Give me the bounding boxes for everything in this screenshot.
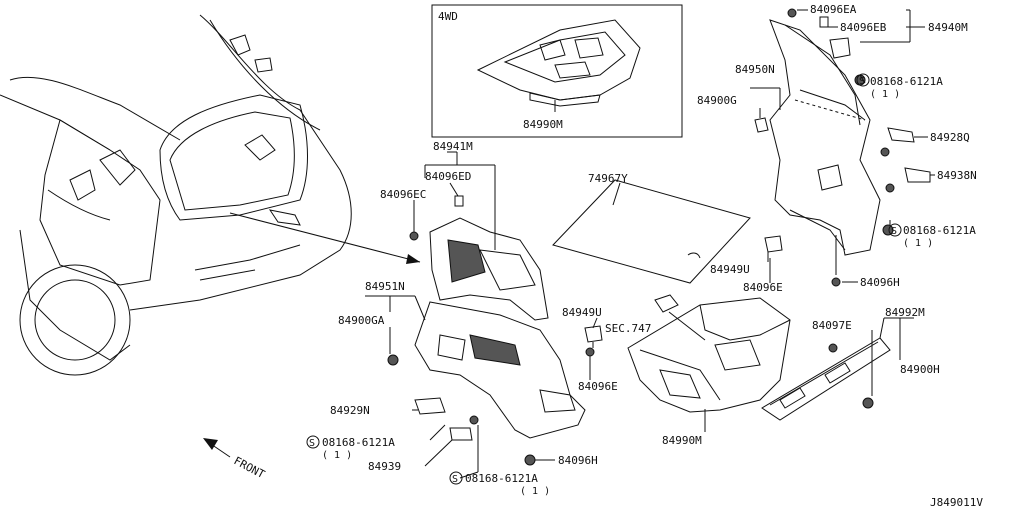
label-84929N: 84929N <box>330 404 370 417</box>
label-84949U-c: 84949U <box>562 306 602 319</box>
label-84096E-r: 84096E <box>743 281 783 294</box>
label-84928Q: 84928Q <box>930 131 970 144</box>
label-74967Y: 74967Y <box>588 172 628 185</box>
vehicle-illustration <box>0 14 421 376</box>
svg-text:S: S <box>859 76 865 87</box>
label-84939: 84939 <box>368 460 401 473</box>
label-84950N: 84950N <box>735 63 775 76</box>
label-08168-6121A-l2: 08168-6121A <box>465 472 538 485</box>
label-08168-6121A-l1: 08168-6121A <box>322 436 395 449</box>
label-84900GA: 84900GA <box>338 314 385 327</box>
lh-leaders <box>365 151 598 479</box>
label-84096E-c: 84096E <box>578 380 618 393</box>
label-sec747: SEC.747 <box>605 322 651 335</box>
label-84990M-inset: 84990M <box>523 118 563 131</box>
label-84096EB: 84096EB <box>840 21 887 34</box>
label-84940M: 84940M <box>928 21 968 34</box>
svg-text:S: S <box>891 226 897 237</box>
label-84949U-r: 84949U <box>710 263 750 276</box>
label-84097E: 84097E <box>812 319 852 332</box>
sill-plate <box>761 317 914 421</box>
qty-l1: ( 1 ) <box>322 450 352 461</box>
label-84941M: 84941M <box>433 140 473 153</box>
label-84096EC: 84096EC <box>380 188 426 201</box>
svg-text:S: S <box>309 438 315 449</box>
qty-l2: ( 1 ) <box>520 486 550 497</box>
ref-code: J849011V <box>930 496 983 509</box>
s-symbols: S S S S <box>306 73 902 485</box>
qty-r2: ( 1 ) <box>903 238 933 249</box>
label-84951N: 84951N <box>365 280 405 293</box>
label-84938N: 84938N <box>937 169 977 182</box>
label-84900G: 84900G <box>697 94 737 107</box>
label-84096H-r: 84096H <box>860 276 900 289</box>
rh-quarter-trim <box>769 19 881 256</box>
inset-label: 4WD <box>438 10 458 23</box>
part-labels: 84096EA 84096EB 84940M 84950N 08168-6121… <box>322 3 983 509</box>
front-label: FRONT <box>232 454 268 481</box>
rh-leaders <box>750 9 935 283</box>
lh-lower-trim <box>387 301 603 466</box>
svg-text:S: S <box>452 474 458 485</box>
qty-r1: ( 1 ) <box>870 89 900 100</box>
label-84096H-l: 84096H <box>558 454 598 467</box>
front-indicator: FRONT <box>203 438 267 481</box>
4wd-inset: 4WD 84990M <box>431 4 683 138</box>
lh-upper-trim <box>409 195 549 321</box>
storage-bin <box>627 294 791 432</box>
label-84096ED: 84096ED <box>425 170 471 183</box>
label-84990M: 84990M <box>662 434 702 447</box>
floor-board <box>552 179 751 284</box>
label-84900H: 84900H <box>900 363 940 376</box>
label-84992M: 84992M <box>885 306 925 319</box>
label-08168-6121A-r2: 08168-6121A <box>903 224 976 237</box>
label-08168-6121A-r1: 08168-6121A <box>870 75 943 88</box>
label-84096EA: 84096EA <box>810 3 857 16</box>
